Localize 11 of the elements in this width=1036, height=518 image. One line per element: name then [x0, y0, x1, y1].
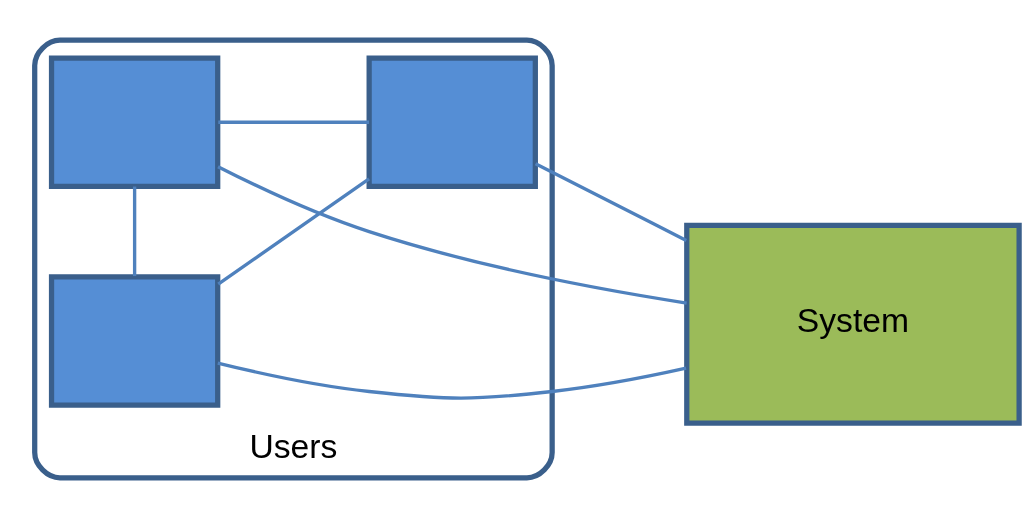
connector — [217, 120, 369, 124]
connector — [216, 165, 687, 305]
connector — [216, 361, 686, 400]
connector — [216, 177, 370, 286]
node-box — [366, 55, 538, 190]
node-box: System — [683, 222, 1022, 426]
node-box — [48, 274, 220, 408]
connector — [132, 186, 136, 277]
connector — [534, 162, 687, 242]
node-box — [48, 55, 220, 190]
cluster: Users — [31, 37, 555, 481]
